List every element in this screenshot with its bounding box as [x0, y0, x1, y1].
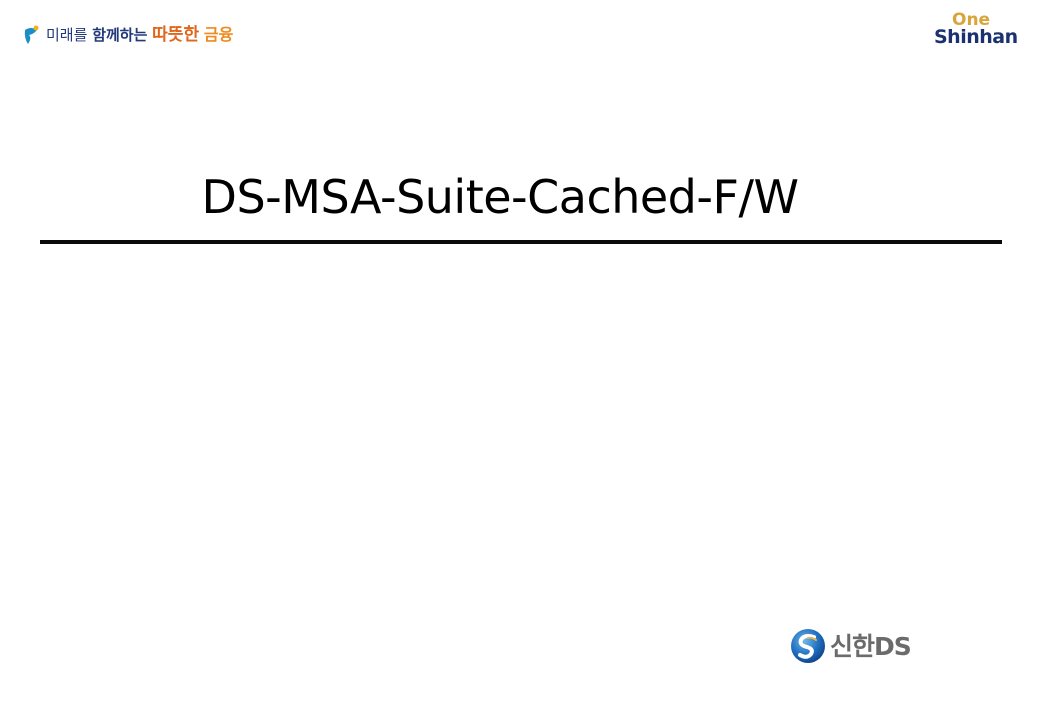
- slogan-text: 미래를 함께하는 따뜻한 금융: [46, 24, 234, 45]
- shinhan-word: Shinhan: [934, 26, 1018, 48]
- shinhan-ds-logo: 신한DS: [790, 626, 912, 666]
- slogan-part2: 함께하는: [92, 25, 148, 44]
- slogan: 미래를 함께하는 따뜻한 금융: [22, 22, 233, 48]
- shinhan-ds-text: 신한DS: [830, 631, 912, 661]
- slogan-part1: 미래를: [46, 25, 88, 44]
- one-word: One: [952, 10, 991, 30]
- one-shinhan-logo: One Shinhan: [928, 12, 1020, 52]
- slogan-part3: 따뜻한: [152, 24, 200, 45]
- title-underline: [40, 240, 1002, 244]
- slogan-icon: [24, 25, 39, 44]
- slide-title: DS-MSA-Suite-Cached-F/W: [201, 170, 799, 224]
- slogan-part4: 금융: [203, 24, 234, 44]
- shinhan-s-icon: [791, 629, 825, 663]
